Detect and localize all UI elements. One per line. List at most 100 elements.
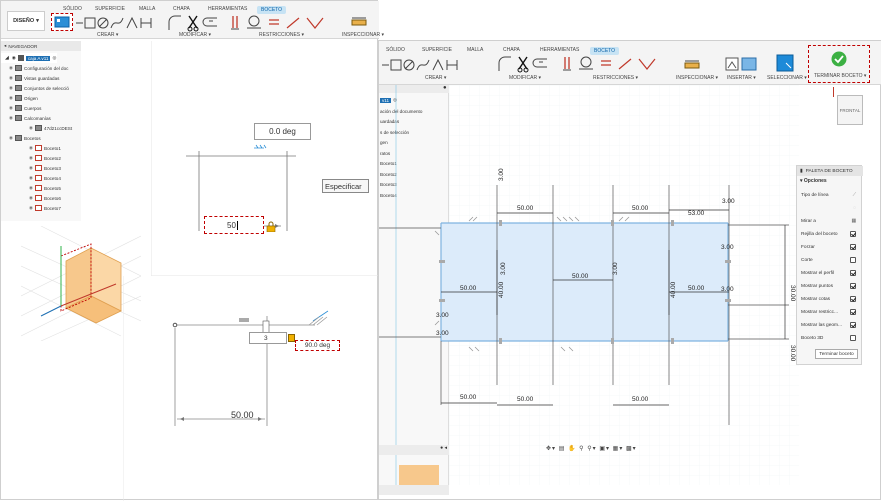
palette-option[interactable]: Boceto 3D <box>797 332 861 344</box>
palette-checkbox[interactable] <box>850 270 856 276</box>
dim-small-a[interactable]: 3.00 <box>721 244 734 251</box>
dim-vert-right[interactable]: 40.00 <box>670 281 677 298</box>
dim-top-left[interactable]: 50.00 <box>517 205 534 212</box>
palette-checkbox[interactable] <box>850 335 856 341</box>
small-value-input[interactable]: 3 <box>249 332 287 344</box>
eye-icon[interactable]: ◉ <box>9 75 14 80</box>
right-group-crear[interactable]: CREAR ▾ <box>425 75 447 81</box>
dim-small-d[interactable]: 3.00 <box>436 330 449 337</box>
lock-icon[interactable] <box>266 219 276 233</box>
palette-checkbox[interactable] <box>850 322 856 328</box>
group-restricciones[interactable]: RESTRICCIONES ▾ <box>259 32 305 38</box>
palette-option[interactable]: Mostrar restricc... <box>797 306 861 318</box>
navigator-item-selection-sets[interactable]: ◉Conjuntos de selecció <box>1 83 69 93</box>
eye-icon[interactable]: ◉ <box>29 155 34 160</box>
constraint-tools-icons[interactable] <box>229 14 333 32</box>
dim-bot-left[interactable]: 50.00 <box>460 394 477 401</box>
line-type-icon[interactable]: ⟋ <box>852 193 856 198</box>
palette-checkbox[interactable] <box>850 283 856 289</box>
workspace-dropdown[interactable]: DISEÑO ▾ <box>7 11 45 31</box>
browser-doc-row[interactable]: v11 ◎ <box>379 95 397 105</box>
dim-small-f[interactable]: 3.00 <box>612 262 619 275</box>
tab-chapa[interactable]: CHAPA <box>173 6 190 12</box>
eye-icon[interactable]: ◉ <box>29 165 34 170</box>
right-constraint-icons[interactable] <box>561 55 665 73</box>
navigator-item-sketch-5[interactable]: ◉Boceto5 <box>1 183 61 193</box>
finish-sketch-button[interactable]: TERMINAR BOCETO ▾ <box>808 45 870 83</box>
palette-checkbox[interactable] <box>850 257 856 263</box>
dim-small-e[interactable]: 3.00 <box>500 262 507 275</box>
browser-item[interactable]: Boceto1 <box>379 159 397 169</box>
right-tab-herramientas[interactable]: HERRAMIENTAS <box>540 47 580 53</box>
palette-option[interactable]: Mostrar las geom... <box>797 319 861 331</box>
palette-option[interactable]: Tipo de línea⟋ <box>797 189 861 201</box>
browser-item[interactable]: ación del documento <box>379 106 422 116</box>
group-modificar[interactable]: MODIFICAR ▾ <box>179 32 211 38</box>
right-group-insertar[interactable]: INSERTAR ▾ <box>727 75 756 81</box>
browser-item[interactable]: gen <box>379 138 388 148</box>
palette-handle-icon[interactable]: ▮ <box>800 168 803 174</box>
browser-item[interactable]: ratos <box>379 148 390 158</box>
navigator-item-decals[interactable]: ◉Calcomanías <box>1 113 51 123</box>
dim-right-top[interactable]: 30.00 <box>789 285 796 302</box>
eye-icon[interactable]: ◉ <box>29 195 34 200</box>
palette-option[interactable]: Corte <box>797 254 861 266</box>
eye-icon[interactable]: ◉ <box>9 105 14 110</box>
inspect-tool-icon[interactable] <box>351 16 367 28</box>
create-sketch-button[interactable] <box>51 13 73 31</box>
right-group-restricciones[interactable]: RESTRICCIONES ▾ <box>593 75 639 81</box>
tab-malla[interactable]: MALLA <box>139 6 156 12</box>
palette-option[interactable]: Mostrar el perfil <box>797 267 861 279</box>
dim-bot-right[interactable]: 50.00 <box>632 396 649 403</box>
construction-icon[interactable]: ◌ <box>853 205 856 211</box>
palette-option[interactable]: Rejilla del boceto <box>797 228 861 240</box>
palette-option[interactable]: Mirar a▦ <box>797 215 861 227</box>
dim-tick-left[interactable]: 3.00 <box>498 168 505 181</box>
right-group-inspeccionar[interactable]: INSPECCIONAR ▾ <box>676 75 718 81</box>
dim-top-right[interactable]: 53.00 <box>688 210 705 217</box>
dim-bot-mid[interactable]: 50.00 <box>517 396 534 403</box>
navigator-item-sketch-2[interactable]: ◉Boceto2 <box>1 153 61 163</box>
right-tab-superficie[interactable]: SUPERFICIE <box>422 47 453 53</box>
create-tools-icons[interactable] <box>75 15 165 31</box>
dim-top-mid[interactable]: 50.00 <box>632 205 649 212</box>
dim-mid-left[interactable]: 50.00 <box>460 285 477 292</box>
length-input[interactable]: 50 <box>204 216 264 234</box>
palette-option[interactable]: ◌ <box>797 202 861 214</box>
look-at-icon[interactable]: ▦ <box>851 218 856 224</box>
eye-icon[interactable]: ◉ <box>9 85 14 90</box>
collapse-icon[interactable]: ◂ <box>4 43 7 48</box>
right-tab-solido[interactable]: SÓLIDO <box>386 47 405 53</box>
tab-herramientas[interactable]: HERRAMIENTAS <box>208 6 248 12</box>
browser-item[interactable]: Boceto3 <box>379 180 397 190</box>
tab-boceto[interactable]: BOCETO <box>257 6 287 14</box>
palette-option[interactable]: Mostrar cotas <box>797 293 861 305</box>
navigator-item-bodies[interactable]: ◉Cuerpos <box>1 103 41 113</box>
right-tab-malla[interactable]: MALLA <box>467 47 484 53</box>
panel-close-icon[interactable]: ● <box>443 85 447 91</box>
dim-mid-center[interactable]: 50.00 <box>572 273 589 280</box>
insert-icons[interactable] <box>724 56 758 72</box>
dim-tick-mid[interactable]: 3.00 <box>722 198 735 205</box>
browser-item[interactable]: uardadas <box>379 117 399 127</box>
lock-icon-small[interactable] <box>288 334 295 342</box>
palette-checkbox[interactable] <box>850 231 856 237</box>
navigator-item-sketch-7[interactable]: ◉Boceto7 <box>1 203 61 213</box>
right-group-seleccionar[interactable]: SELECCIONAR ▾ <box>767 75 807 81</box>
tab-superficie[interactable]: SUPERFICIE <box>95 6 126 12</box>
palette-section[interactable]: ▾ Opciones <box>800 178 827 184</box>
eye-icon[interactable]: ◉ <box>29 185 34 190</box>
browser-item[interactable]: Boceto2 <box>379 169 397 179</box>
group-inspeccionar[interactable]: INSPECCIONAR ▾ <box>342 32 384 38</box>
navigator-item-sketch-4[interactable]: ◉Boceto4 <box>1 173 61 183</box>
navigator-item-sketch-1[interactable]: ◉Boceto1 <box>1 143 61 153</box>
navigator-item-sketch-3[interactable]: ◉Boceto3 <box>1 163 61 173</box>
browser-item[interactable]: Boceto4 <box>379 190 397 200</box>
dim-vert-left[interactable]: 40.00 <box>498 281 505 298</box>
palette-checkbox[interactable] <box>850 244 856 250</box>
select-icon[interactable] <box>776 54 794 72</box>
eye-icon[interactable]: ◉ <box>29 125 34 130</box>
modify-tools-icons[interactable] <box>167 14 223 32</box>
navigator-item-sketch-6[interactable]: ◉Boceto6 <box>1 193 61 203</box>
dim-mid-right[interactable]: 50.00 <box>688 285 705 292</box>
